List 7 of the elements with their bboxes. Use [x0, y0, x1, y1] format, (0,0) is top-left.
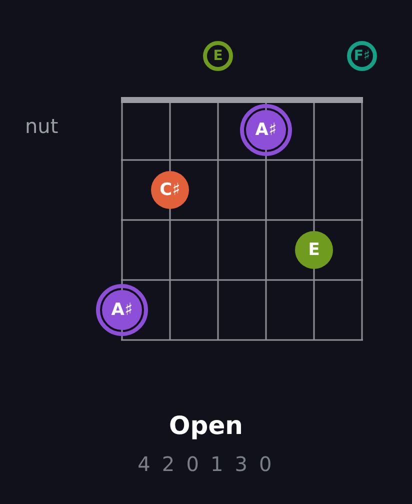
- open-string-marker: F♯: [347, 41, 377, 71]
- fingering-label: 4 2 0 1 3 0: [138, 454, 274, 474]
- chord-title: Open: [169, 413, 243, 438]
- root-note-ring: [240, 104, 292, 156]
- nut-label: nut: [25, 116, 58, 136]
- root-note-ring: [96, 284, 148, 336]
- open-string-marker: E: [203, 41, 233, 71]
